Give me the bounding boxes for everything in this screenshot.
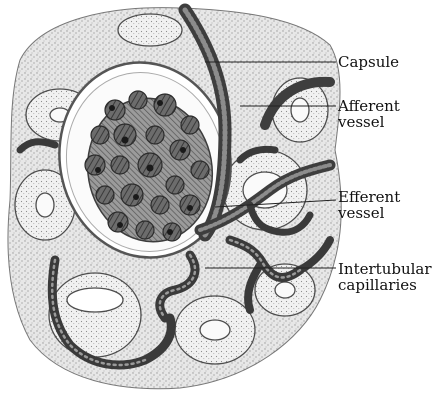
label-efferent-vessel: Efferent vessel — [338, 189, 400, 221]
label-afferent-vessel: Afferent vessel — [338, 98, 400, 130]
label-capsule: Capsule — [338, 54, 399, 70]
label-intertubular-capillaries: Intertubular capillaries — [338, 261, 432, 293]
